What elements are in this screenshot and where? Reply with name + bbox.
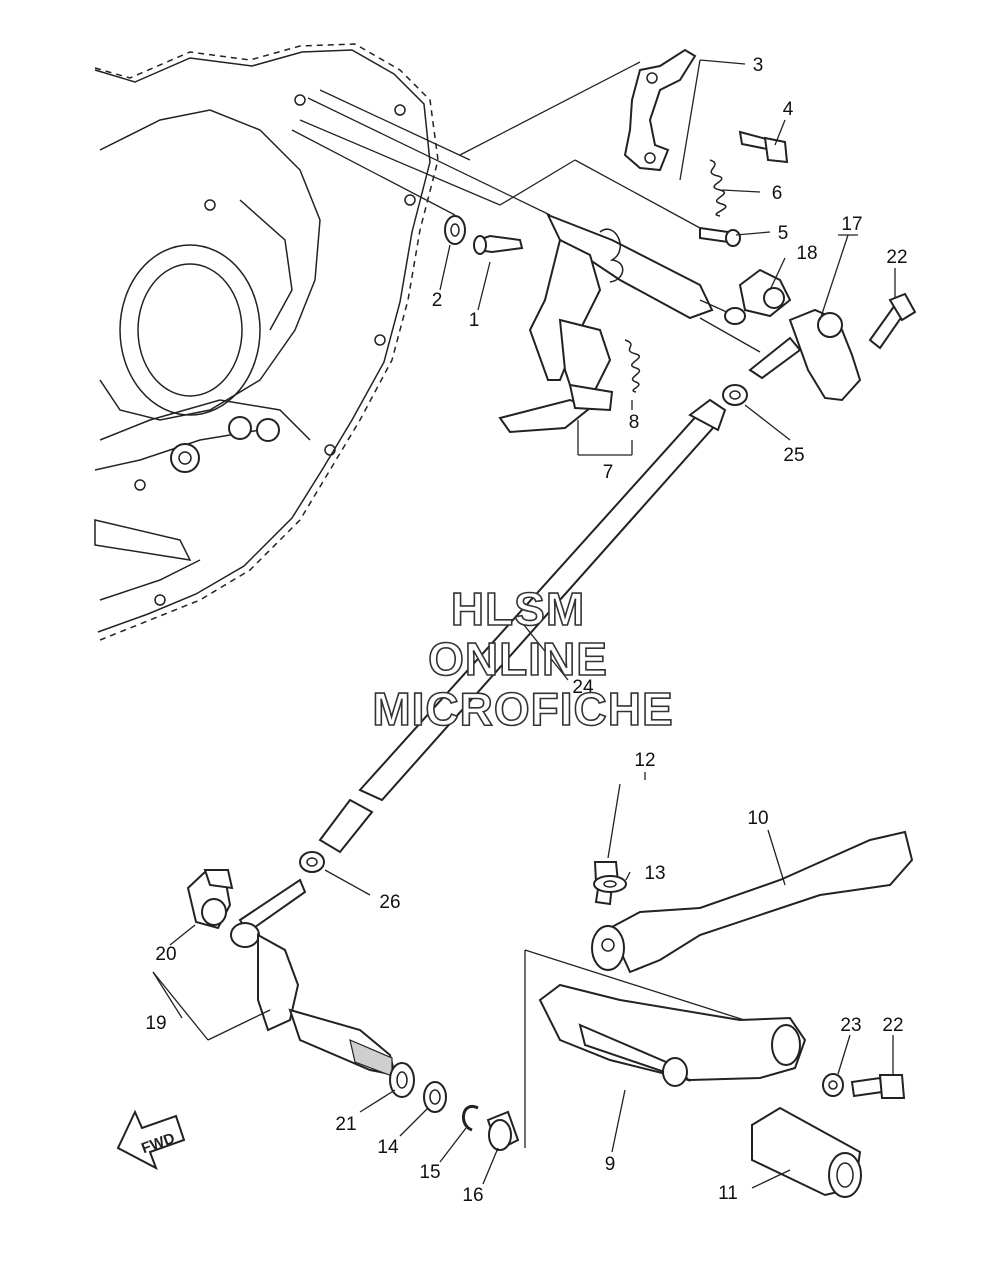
callout-20: 20 (155, 944, 176, 965)
callout-6: 6 (772, 183, 783, 204)
callout-9: 9 (605, 1154, 616, 1175)
part-16-bushing (486, 1110, 520, 1152)
callout-14: 14 (377, 1137, 399, 1158)
part-21-seal (389, 1062, 415, 1098)
callout-10: 10 (747, 808, 768, 829)
part-25-nut (722, 384, 748, 406)
watermark-line-1: HLSM (451, 583, 585, 635)
part-10-shift-pedal (591, 830, 914, 974)
callout-leaders (152, 59, 896, 1189)
callout-3: 3 (753, 55, 764, 76)
part-13-washer (593, 875, 627, 893)
part-17-shift-arm (748, 308, 862, 402)
callout-4: 4 (783, 99, 794, 120)
part-5-collar (699, 226, 741, 247)
callout-7: 7 (603, 462, 614, 483)
part-18-joint-upper (724, 268, 792, 325)
part-1-bolt (473, 234, 524, 255)
callout-21: 21 (335, 1114, 356, 1135)
watermark: HLSM ONLINE MICROFICHE (372, 582, 674, 736)
part-4-bolt (738, 130, 789, 164)
callout-16: 16 (462, 1185, 483, 1206)
part-11-pedal-rubber (751, 1106, 862, 1198)
callout-19: 19 (145, 1013, 166, 1034)
watermark-line-2: ONLINE (428, 633, 608, 685)
callout-12: 12 (634, 750, 655, 771)
part-14-washer (423, 1081, 447, 1113)
callout-8: 8 (629, 412, 640, 433)
callout-13: 13 (644, 863, 665, 884)
part-22-bolt-upper (868, 292, 917, 350)
part-22-bolt-lower (850, 1074, 906, 1099)
callout-15: 15 (419, 1162, 440, 1183)
callout-22-upper: 22 (886, 247, 907, 268)
part-19-shift-arm-lower (230, 878, 397, 1077)
callout-1: 1 (469, 310, 480, 331)
part-15-clip (462, 1104, 479, 1132)
callout-24: 24 (572, 677, 594, 698)
callout-11: 11 (718, 1183, 738, 1204)
assembly-guide-lines (291, 61, 761, 353)
callout-22-lower: 22 (882, 1015, 903, 1036)
part-9-bracket (524, 949, 807, 1148)
part-24-shift-rod (318, 398, 727, 854)
crankcase-cover (94, 43, 439, 641)
part-6-spring (709, 159, 727, 217)
callout-5: 5 (778, 223, 789, 244)
part-3-stopper-lever (623, 48, 697, 172)
part-7-shift-shaft-assembly (498, 213, 741, 434)
part-2-washer (444, 215, 466, 245)
callout-18: 18 (796, 243, 817, 264)
callout-23: 23 (840, 1015, 861, 1036)
callout-26: 26 (379, 892, 400, 913)
part-20-joint-lower (186, 869, 234, 930)
part-8-spring (624, 339, 641, 393)
callout-labels: 1 2 3 4 5 6 7 8 9 10 11 12 13 14 15 16 1… (145, 55, 907, 1206)
watermark-line-3: MICROFICHE (372, 683, 673, 735)
callout-17: 17 (841, 214, 862, 235)
callout-2: 2 (432, 290, 443, 311)
forward-arrow-icon: FWD (116, 1109, 186, 1171)
callout-25: 25 (783, 445, 804, 466)
part-26-nut (299, 851, 325, 873)
part-23-washer (822, 1073, 844, 1097)
